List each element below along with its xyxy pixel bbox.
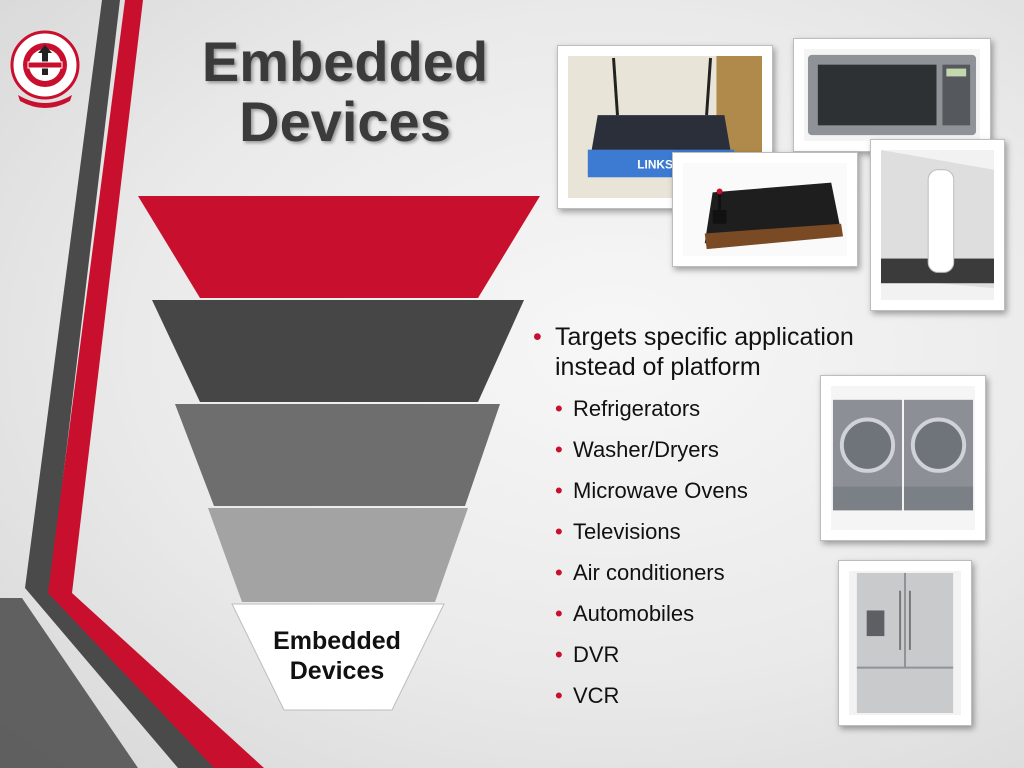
slide-title: Embedded Devices xyxy=(201,30,489,153)
game-console-photo xyxy=(672,152,858,267)
microwave-photo xyxy=(793,38,991,152)
sub-bullet-item: Automobiles xyxy=(533,601,903,627)
funnel-tier-4 xyxy=(208,508,468,602)
funnel-tier-5 xyxy=(231,603,445,711)
main-bullet: Targets specific application instead of … xyxy=(533,322,903,382)
sub-bullet-list: Refrigerators Washer/Dryers Microwave Ov… xyxy=(533,396,903,709)
refrigerator-photo xyxy=(838,560,972,726)
sub-bullet-item: Microwave Ovens xyxy=(533,478,903,504)
funnel-tier-1 xyxy=(138,196,540,298)
sub-bullet-item: VCR xyxy=(533,683,903,709)
sub-bullet-item: Televisions xyxy=(533,519,903,545)
funnel-bottom-label: Embedded Devices xyxy=(273,627,401,685)
bullet-list: Targets specific application instead of … xyxy=(533,322,903,724)
sub-bullet-item: DVR xyxy=(533,642,903,668)
wii-console-photo xyxy=(870,139,1005,311)
sub-bullet-item: Washer/Dryers xyxy=(533,437,903,463)
funnel-tier-3 xyxy=(175,404,500,506)
sub-bullet-item: Refrigerators xyxy=(533,396,903,422)
sub-bullet-item: Air conditioners xyxy=(533,560,903,586)
washer-dryer-photo xyxy=(820,375,986,541)
university-seal-logo xyxy=(10,25,80,113)
funnel-diagram xyxy=(138,196,540,711)
funnel-tier-2 xyxy=(152,300,524,402)
